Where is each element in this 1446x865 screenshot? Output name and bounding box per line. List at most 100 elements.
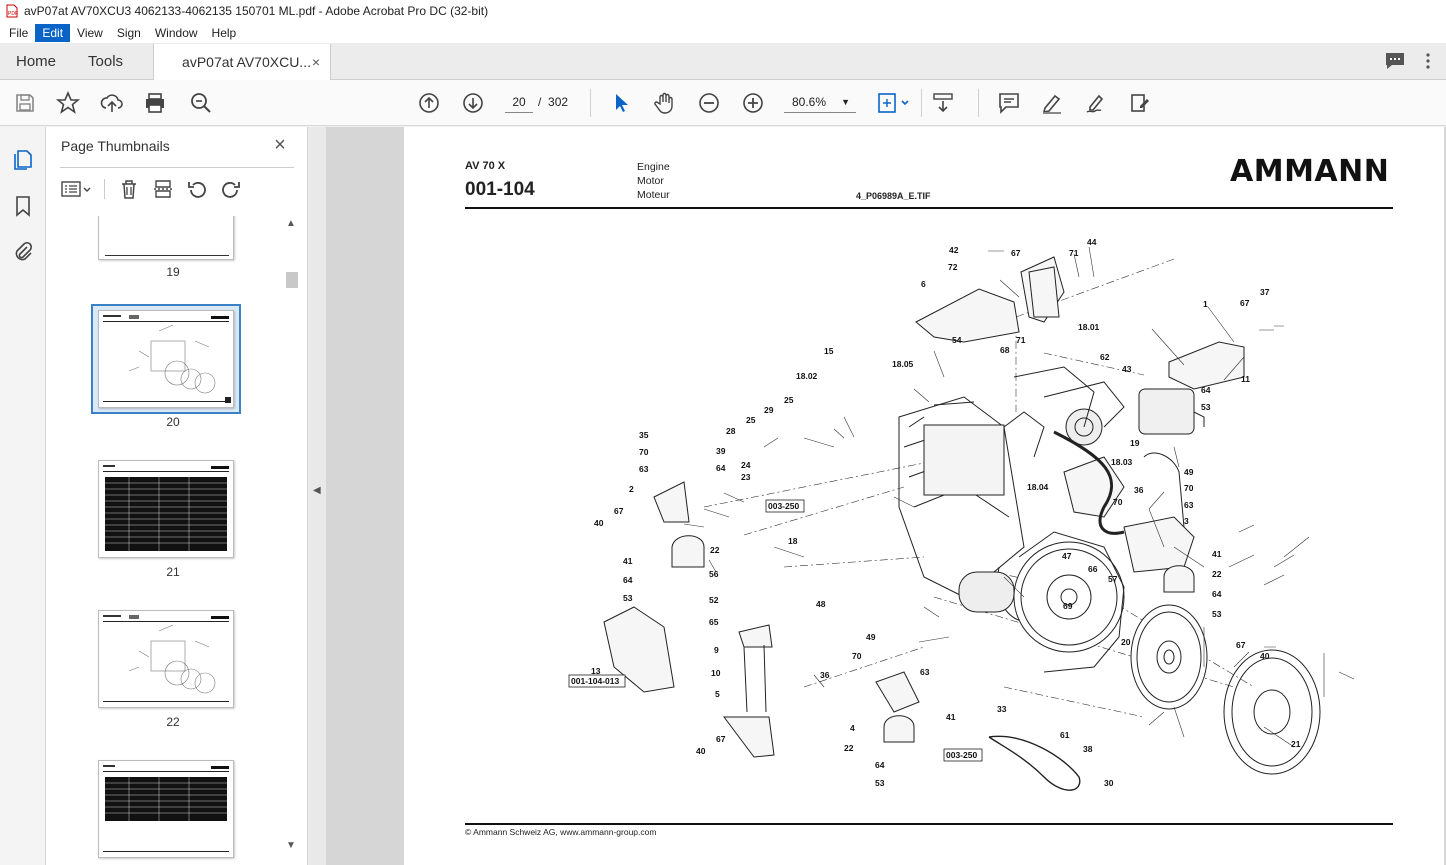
scrollbar-thumb[interactable] xyxy=(286,272,298,288)
callout: 5 xyxy=(715,689,720,699)
menu-sign[interactable]: Sign xyxy=(116,25,141,40)
document-canvas[interactable]: AV 70 X 001-104 Engine Motor Moteur 4_P0… xyxy=(326,127,1446,865)
ref-001-104-013[interactable]: 001-104-013 xyxy=(571,676,619,686)
zoom-in-icon[interactable] xyxy=(741,91,765,115)
callout: 47 xyxy=(1062,551,1072,561)
callout: 15 xyxy=(824,346,834,356)
callout: 19 xyxy=(1130,438,1140,448)
thumbnail-page-21[interactable] xyxy=(98,460,234,558)
scroll-mode-icon[interactable] xyxy=(931,91,955,115)
callout: 70 xyxy=(639,447,649,457)
delete-page-icon[interactable] xyxy=(118,178,140,200)
callout: 18.02 xyxy=(796,371,818,381)
fit-page-icon[interactable] xyxy=(876,91,912,115)
callout-leaders xyxy=(683,246,1355,748)
hose-drawing xyxy=(1053,430,1125,535)
bookmarks-icon[interactable] xyxy=(11,194,35,218)
callout: 52 xyxy=(709,595,719,605)
thumbnail-preview xyxy=(103,315,231,403)
menu-help[interactable]: Help xyxy=(211,25,237,40)
thumbnail-page-20[interactable] xyxy=(98,310,234,408)
callout: 18.01 xyxy=(1078,322,1100,332)
callout: 22 xyxy=(844,743,854,753)
zoom-value: 80.6% xyxy=(792,95,827,109)
desc-french: Moteur xyxy=(637,189,670,201)
upload-icon[interactable] xyxy=(100,91,124,115)
callout: 36 xyxy=(820,670,830,680)
thumbnail-page-23[interactable] xyxy=(98,760,234,858)
menu-file[interactable]: File xyxy=(9,25,29,40)
callout: 24 xyxy=(741,460,751,470)
thumbnail-label: 20 xyxy=(166,415,180,429)
edit-pdf-icon[interactable] xyxy=(1128,91,1152,115)
callout: 41 xyxy=(623,556,633,566)
tab-home[interactable]: Home xyxy=(16,52,57,70)
menu-view[interactable]: View xyxy=(77,25,103,40)
callout: 1 xyxy=(1203,299,1208,309)
thumbnail-page-19[interactable] xyxy=(98,216,234,260)
panel-tool-separator xyxy=(104,179,105,199)
thumbnail-page-22[interactable] xyxy=(98,610,234,708)
panel-collapse-handle[interactable]: ◀ xyxy=(308,127,326,865)
callout: 28 xyxy=(726,426,736,436)
page-up-icon[interactable] xyxy=(417,91,441,115)
thumbnail-preview xyxy=(103,765,229,852)
bookmark-star-icon[interactable] xyxy=(56,91,80,115)
scroll-up-icon[interactable]: ▲ xyxy=(286,218,296,229)
svg-text:PDF: PDF xyxy=(8,11,18,17)
callout: 18.05 xyxy=(892,359,914,369)
tab-tools[interactable]: Tools xyxy=(88,52,124,70)
panel-close-icon[interactable]: × xyxy=(274,134,286,156)
callout: 67 xyxy=(1236,640,1246,650)
sign-icon[interactable] xyxy=(1084,91,1108,115)
hand-icon[interactable] xyxy=(653,91,677,115)
zoom-select[interactable]: 80.6%▼ xyxy=(784,91,856,113)
callout: 43 xyxy=(1122,364,1132,374)
ref-003-250-b[interactable]: 003-250 xyxy=(946,750,977,760)
zoom-out-icon[interactable] xyxy=(697,91,721,115)
callout-numbers: 42 67 71 44 72 6 1 67 37 18.01 54 68 71 … xyxy=(591,237,1301,788)
rotate-left-icon[interactable] xyxy=(186,178,208,200)
callout: 70 xyxy=(852,651,862,661)
callout: 49 xyxy=(1184,467,1194,477)
page-down-icon[interactable] xyxy=(461,91,485,115)
tab-close-icon[interactable]: × xyxy=(311,54,321,70)
callout: 64 xyxy=(1201,385,1211,395)
page-total: / 302 xyxy=(538,91,568,113)
save-icon[interactable] xyxy=(13,91,37,115)
ref-003-250-a[interactable]: 003-250 xyxy=(768,501,799,511)
header-rule xyxy=(465,207,1393,209)
callout: 69 xyxy=(1063,601,1073,611)
attachments-icon[interactable] xyxy=(11,240,35,264)
tab-document[interactable]: avP07at AV70XCU... × xyxy=(153,44,332,80)
page-footer: © Ammann Schweiz AG, www.ammann-group.co… xyxy=(465,827,657,837)
callout: 64 xyxy=(623,575,633,585)
callout: 53 xyxy=(1212,609,1222,619)
extract-pages-icon[interactable] xyxy=(152,178,174,200)
highlight-pen-icon[interactable] xyxy=(1040,91,1064,115)
callout: 68 xyxy=(1000,345,1010,355)
callout: 63 xyxy=(920,667,930,677)
page-thumbnails-icon[interactable] xyxy=(11,148,35,172)
print-icon[interactable] xyxy=(143,91,167,115)
page-number-input[interactable]: 20 xyxy=(505,91,533,113)
callout: 62 xyxy=(1100,352,1110,362)
menu-edit[interactable]: Edit xyxy=(35,23,71,42)
thumbnail-options-icon[interactable] xyxy=(60,178,94,200)
callout: 48 xyxy=(816,599,826,609)
chevron-left-icon[interactable]: ◀ xyxy=(313,485,321,496)
tab-bar: Home Tools avP07at AV70XCU... × xyxy=(0,43,1446,80)
menu-window[interactable]: Window xyxy=(154,25,198,40)
thumbnail-label: 19 xyxy=(166,265,180,279)
more-options-icon[interactable] xyxy=(1420,51,1436,71)
zoom-search-icon[interactable] xyxy=(189,91,213,115)
select-arrow-icon[interactable] xyxy=(609,91,633,115)
scroll-down-icon[interactable]: ▼ xyxy=(286,840,296,851)
rotate-right-icon[interactable] xyxy=(220,178,242,200)
callout: 63 xyxy=(1184,500,1194,510)
comment-icon[interactable] xyxy=(997,91,1021,115)
callout: 57 xyxy=(1108,574,1118,584)
thumbnail-scrollbar[interactable]: ▲ ▼ xyxy=(284,218,298,858)
comments-panel-icon[interactable] xyxy=(1384,51,1406,71)
pdf-page[interactable]: AV 70 X 001-104 Engine Motor Moteur 4_P0… xyxy=(404,127,1444,865)
